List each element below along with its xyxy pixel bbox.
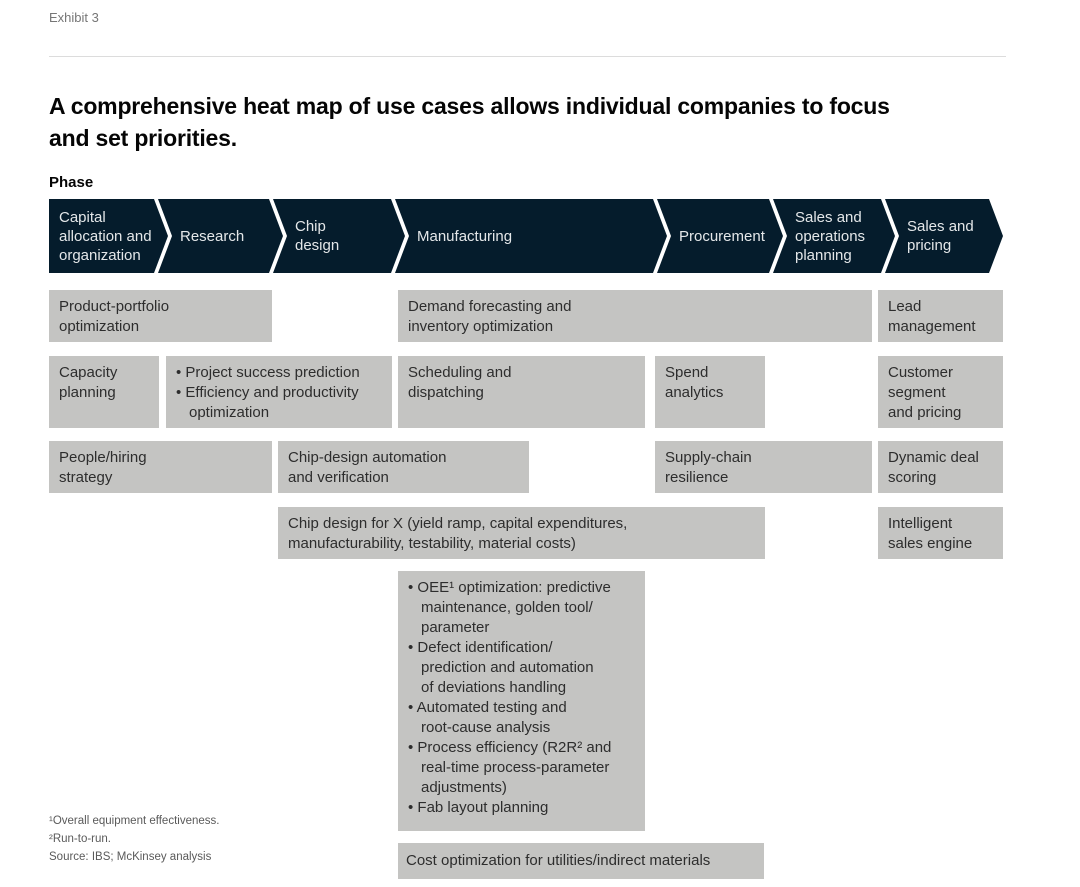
bullet-item: • OEE¹ optimization: predictive maintena… — [408, 579, 611, 636]
phase-chevron-sales-pricing: Sales and pricing — [885, 199, 1003, 273]
usecase-text: Lead management — [888, 298, 976, 335]
phase-label-text: Sales and operations planning — [795, 208, 866, 264]
usecase-box-dynamic-deal-scoring: Dynamic deal scoring — [878, 441, 1003, 493]
bullet-list: • OEE¹ optimization: predictive maintena… — [408, 578, 635, 818]
phase-label-text: Procurement — [679, 227, 765, 245]
usecase-text: Capacity planning — [59, 364, 118, 401]
footnote-r2r: ²Run-to-run. — [49, 833, 111, 845]
usecase-box-chip-design-for-x: Chip design for X (yield ramp, capital e… — [278, 507, 765, 559]
phase-label-text: Chip design — [295, 218, 340, 254]
footnotes: ¹Overall equipment effectiveness. ²Run-t… — [49, 812, 219, 866]
bullet-item: • Defect identification/ prediction and … — [408, 639, 594, 696]
usecase-text: Spend analytics — [665, 364, 724, 401]
usecase-box-cost-optimization: Cost optimization for utilities/indirect… — [398, 843, 764, 879]
usecase-box-capacity-planning: Capacity planning — [49, 356, 159, 428]
usecase-box-product-portfolio-optimization: Product-portfolio optimization — [49, 290, 272, 342]
phase-chevron-manufacturing: Manufacturing — [395, 199, 667, 273]
footnote-oee: ¹Overall equipment effectiveness. — [49, 815, 220, 827]
phase-label-text: Manufacturing — [417, 227, 513, 245]
usecase-box-demand-forecasting: Demand forecasting and inventory optimiz… — [398, 290, 872, 342]
usecase-box-intelligent-sales-engine: Intelligent sales engine — [878, 507, 1003, 559]
usecase-box-supply-chain-resilience: Supply-chain resilience — [655, 441, 872, 493]
usecase-text: Customer segment and pricing — [888, 364, 962, 421]
bullet-list: • Project success prediction • Efficienc… — [176, 363, 382, 423]
phase-axis-label: Phase — [49, 174, 94, 191]
usecase-text: Product-portfolio optimization — [59, 298, 170, 335]
bullet-item: • Fab layout planning — [408, 799, 549, 816]
usecase-text: People/hiring strategy — [59, 449, 147, 486]
usecase-text: Scheduling and dispatching — [408, 364, 512, 401]
phase-chevron-capital-allocation: Capital allocation and organization — [49, 199, 168, 273]
usecase-text: Dynamic deal scoring — [888, 449, 979, 486]
phase-label-text: Research — [180, 227, 245, 245]
usecase-box-scheduling-dispatching: Scheduling and dispatching — [398, 356, 645, 428]
phase-label-text: Capital allocation and organization — [59, 208, 152, 264]
usecase-box-lead-management: Lead management — [878, 290, 1003, 342]
usecase-text: Chip-design automation and verification — [288, 449, 447, 486]
phase-chevron-chip-design: Chip design — [273, 199, 405, 273]
usecase-box-manufacturing-bullets: • OEE¹ optimization: predictive maintena… — [398, 571, 645, 831]
exhibit-number-label: Exhibit 3 — [49, 10, 99, 25]
bullet-item: • Automated testing and root-cause analy… — [408, 699, 567, 736]
divider-line — [49, 56, 1006, 57]
usecase-box-people-hiring-strategy: People/hiring strategy — [49, 441, 272, 493]
usecase-text: Cost optimization for utilities/indirect… — [406, 852, 711, 869]
source-line: Source: IBS; McKinsey analysis — [49, 851, 212, 863]
usecase-text: Intelligent sales engine — [888, 515, 973, 552]
usecase-text: Demand forecasting and inventory optimiz… — [408, 298, 572, 335]
usecase-box-chip-design-automation: Chip-design automation and verification — [278, 441, 529, 493]
phase-label-text: Sales and pricing — [907, 218, 974, 254]
usecase-box-customer-segment-pricing: Customer segment and pricing — [878, 356, 1003, 428]
usecase-text: Supply-chain resilience — [665, 449, 752, 486]
bullet-item: • Efficiency and productivity optimizati… — [176, 384, 359, 421]
phase-chevron-procurement: Procurement — [657, 199, 783, 273]
phase-chevron-research: Research — [158, 199, 283, 273]
bullet-item: • Project success prediction — [176, 364, 360, 381]
usecase-box-research-bullets: • Project success prediction • Efficienc… — [166, 356, 392, 428]
usecase-box-spend-analytics: Spend analytics — [655, 356, 765, 428]
exhibit-title: A comprehensive heat map of use cases al… — [49, 93, 890, 151]
phase-chevron-sales-operations-planning: Sales and operations planning — [773, 199, 895, 273]
usecase-text: Chip design for X (yield ramp, capital e… — [288, 515, 628, 552]
bullet-item: • Process efficiency (R2R² and real-time… — [408, 739, 612, 796]
